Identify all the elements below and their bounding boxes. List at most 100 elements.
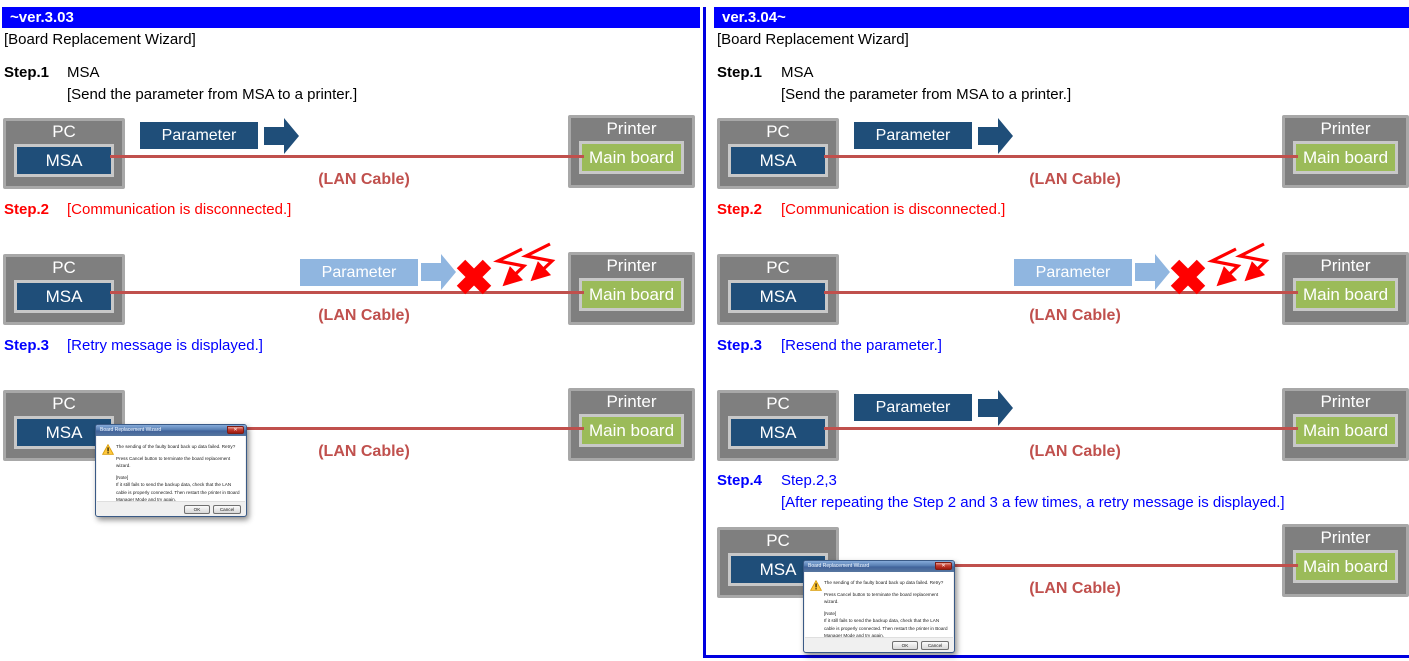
step1-text-right: MSA <box>781 64 814 81</box>
parameter-box: Parameter <box>854 122 972 149</box>
step1-text2-left: [Send the parameter from MSA to a printe… <box>67 86 358 103</box>
pc-label: PC <box>52 394 76 413</box>
wizard-subtitle-right: [Board Replacement Wizard] <box>717 31 909 48</box>
version-header-right: ver.3.04~ <box>714 7 1409 28</box>
parameter-box-failed: Parameter <box>1014 259 1132 286</box>
warning-icon <box>809 579 823 592</box>
pc-box: PC MSA <box>717 118 839 189</box>
warning-icon <box>101 443 115 456</box>
step2-text-right: [Communication is disconnected.] <box>781 201 1006 218</box>
step4-text-right: Step.2,3 <box>781 472 837 489</box>
arrow-right-icon <box>978 116 1014 161</box>
step3-text-right: [Resend the parameter.] <box>781 337 942 354</box>
column-divider <box>703 7 706 658</box>
close-icon[interactable]: ✕ <box>227 426 244 434</box>
dialog-message: The sending of the faulty board back up … <box>824 580 944 585</box>
step3-label-left: Step.3 <box>4 337 50 354</box>
dialog-body: The sending of the faulty board back up … <box>97 436 245 502</box>
step3-text-left: [Retry message is displayed.] <box>67 337 263 354</box>
lan-cable-line <box>110 291 584 294</box>
pc-box: PC MSA <box>717 390 839 461</box>
pc-label: PC <box>52 122 76 141</box>
pc-label: PC <box>766 531 790 550</box>
printer-box: Printer Main board <box>568 115 695 188</box>
msa-box: MSA <box>728 144 828 177</box>
main-board-box: Main board <box>579 141 684 174</box>
lan-cable-line <box>824 564 1298 567</box>
arrow-right-icon <box>978 388 1014 433</box>
lan-cable-label: (LAN Cable) <box>318 307 410 324</box>
printer-box: Printer Main board <box>568 388 695 461</box>
dialog-instruction: Press Cancel button to terminate the boa… <box>824 592 939 605</box>
step1-text2-right: [Send the parameter from MSA to a printe… <box>781 86 1072 103</box>
msa-box: MSA <box>728 280 828 313</box>
wizard-subtitle-left: [Board Replacement Wizard] <box>4 31 196 48</box>
printer-box: Printer Main board <box>1282 388 1409 461</box>
signal-interference-icon <box>492 241 556 298</box>
printer-label: Printer <box>1320 256 1371 275</box>
lan-cable-line <box>110 427 584 430</box>
main-board-box: Main board <box>579 278 684 311</box>
step2-label-right: Step.2 <box>717 201 763 218</box>
parameter-box: Parameter <box>854 394 972 421</box>
lan-cable-label: (LAN Cable) <box>1029 307 1121 324</box>
printer-box: Printer Main board <box>1282 115 1409 188</box>
bottom-border <box>703 655 1409 658</box>
pc-label: PC <box>766 394 790 413</box>
ok-button[interactable]: OK <box>184 505 210 514</box>
pc-label: PC <box>766 258 790 277</box>
retry-dialog: Board Replacement Wizard ✕ The sending o… <box>803 560 955 653</box>
main-board-box: Main board <box>1293 550 1398 583</box>
arrow-right-icon <box>421 252 457 297</box>
printer-box: Printer Main board <box>1282 524 1409 597</box>
msa-box: MSA <box>728 416 828 449</box>
arrow-right-icon <box>264 116 300 161</box>
signal-interference-icon <box>1206 241 1270 298</box>
cancel-button[interactable]: Cancel <box>213 505 241 514</box>
cancel-button[interactable]: Cancel <box>921 641 949 650</box>
parameter-box-failed: Parameter <box>300 259 418 286</box>
step1-label-left: Step.1 <box>4 64 50 81</box>
dialog-note-text: If it still fails to send the backup dat… <box>824 618 948 638</box>
step2-text-left: [Communication is disconnected.] <box>67 201 292 218</box>
lan-cable-label: (LAN Cable) <box>1029 580 1121 597</box>
main-board-box: Main board <box>1293 141 1398 174</box>
lan-cable-line <box>824 427 1298 430</box>
version-header-left: ~ver.3.03 <box>2 7 700 28</box>
step2-label-left: Step.2 <box>4 201 50 218</box>
lan-cable-line <box>110 155 584 158</box>
printer-box: Printer Main board <box>1282 252 1409 325</box>
step4-text2-right: [After repeating the Step 2 and 3 a few … <box>781 494 1285 511</box>
dialog-note-label: [Note] <box>116 475 129 481</box>
pc-box: PC MSA <box>3 254 125 325</box>
ok-button[interactable]: OK <box>892 641 918 650</box>
printer-label: Printer <box>1320 392 1371 411</box>
lan-cable-line <box>824 291 1298 294</box>
pc-box: PC MSA <box>717 254 839 325</box>
step1-text-left: MSA <box>67 64 100 81</box>
printer-label: Printer <box>1320 528 1371 547</box>
dialog-title: Board Replacement Wizard <box>804 561 954 572</box>
close-icon[interactable]: ✕ <box>935 562 952 570</box>
error-x-icon <box>1166 253 1210 304</box>
main-board-box: Main board <box>1293 414 1398 447</box>
step1-label-right: Step.1 <box>717 64 763 81</box>
printer-label: Printer <box>606 392 657 411</box>
step4-label-right: Step.4 <box>717 472 763 489</box>
dialog-message: The sending of the faulty board back up … <box>116 444 236 449</box>
pc-label: PC <box>52 258 76 277</box>
printer-box: Printer Main board <box>568 252 695 325</box>
dialog-note-text: If it still fails to send the backup dat… <box>116 482 240 502</box>
pc-label: PC <box>766 122 790 141</box>
parameter-box: Parameter <box>140 122 258 149</box>
printer-label: Printer <box>606 119 657 138</box>
printer-label: Printer <box>606 256 657 275</box>
dialog-title: Board Replacement Wizard <box>96 425 246 436</box>
pc-box: PC MSA <box>3 118 125 189</box>
msa-box: MSA <box>14 280 114 313</box>
step3-label-right: Step.3 <box>717 337 763 354</box>
lan-cable-line <box>824 155 1298 158</box>
error-x-icon <box>452 253 496 304</box>
dialog-note-label: [Note] <box>824 611 837 617</box>
